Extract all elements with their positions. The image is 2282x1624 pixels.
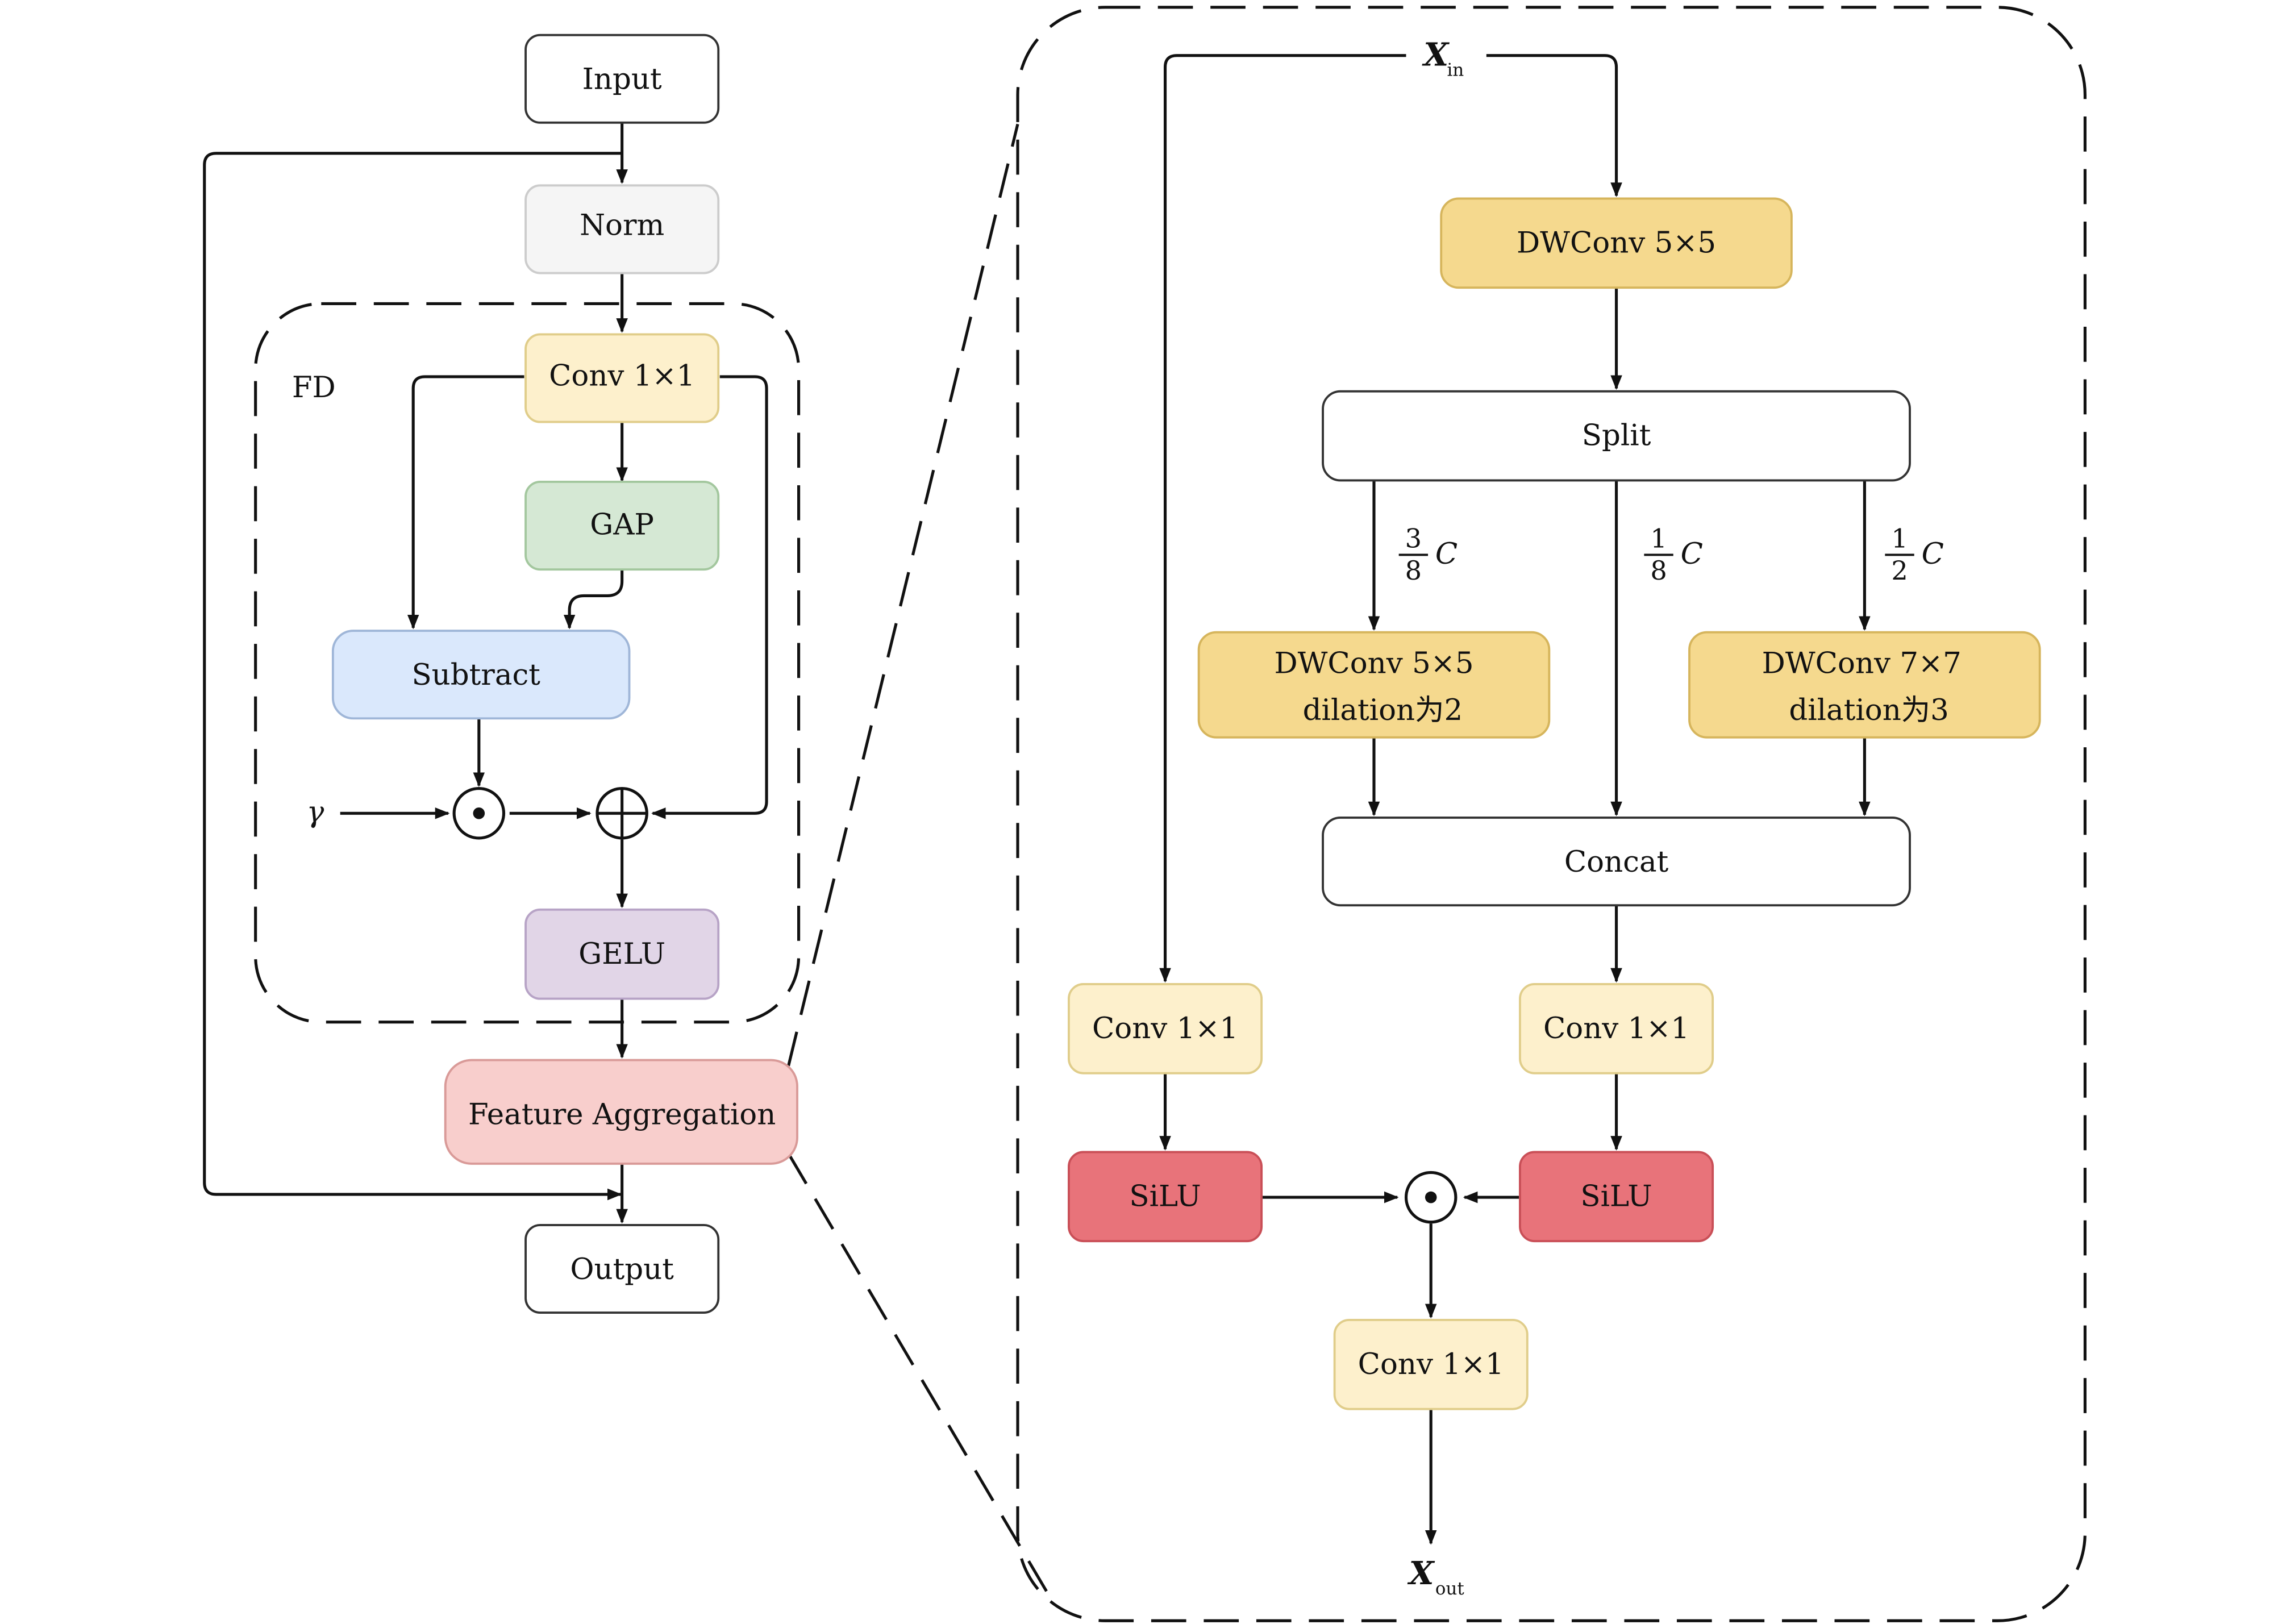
svg-text:X: X	[1422, 36, 1450, 74]
norm-label: Norm	[580, 209, 664, 243]
zoom-line-top	[787, 123, 1019, 1067]
concat-label: Concat	[1564, 845, 1669, 879]
conv-1x1-left-node: Conv 1×1	[1068, 982, 1263, 1075]
svg-text:C: C	[1681, 537, 1703, 571]
detail-panel	[1016, 6, 2087, 1622]
dwconv-top-label: DWConv 5×5	[1517, 226, 1716, 260]
zoom-line-bottom	[787, 1152, 1050, 1596]
output-node: Output	[524, 1223, 720, 1314]
add-op	[596, 787, 648, 840]
svg-text:X: X	[1407, 1555, 1435, 1592]
split-label: Split	[1582, 419, 1651, 453]
gelu-node: GELU	[524, 908, 720, 1000]
dwconv-5x5-top-node: DWConv 5×5	[1440, 197, 1793, 289]
output-label: Output	[570, 1252, 674, 1286]
input-node: Input	[524, 34, 720, 124]
feature-aggregation-node: Feature Aggregation	[444, 1059, 798, 1165]
feature-aggregation-label: Feature Aggregation	[468, 1098, 776, 1132]
dwconv-5x5-dilation-node: DWConv 5×5 dilation为2	[1197, 631, 1551, 739]
conv-label: Conv 1×1	[549, 359, 695, 393]
gap-node: GAP	[524, 481, 720, 571]
svg-text:1: 1	[1650, 523, 1667, 554]
edge-gap-subtract	[563, 569, 624, 630]
norm-node: Norm	[524, 184, 720, 274]
split-node: Split	[1322, 390, 1911, 482]
silu-right-label: SiLU	[1580, 1179, 1652, 1213]
split-fraction-1-8: 1 8 C	[1644, 523, 1703, 586]
conv-mid-label: Conv 1×1	[1543, 1011, 1689, 1046]
input-label: Input	[582, 63, 662, 97]
fd-region	[254, 302, 801, 1024]
x-out-label: X out	[1407, 1555, 1465, 1599]
split-fraction-3-8: 3 8 C	[1398, 523, 1458, 586]
conv-1x1-node: Conv 1×1	[524, 333, 720, 423]
svg-text:8: 8	[1650, 555, 1667, 586]
silu-right-node: SiLU	[1519, 1151, 1714, 1243]
svg-text:3: 3	[1405, 523, 1422, 554]
edge-xin-left	[1159, 54, 1406, 983]
edge-conv-subtract	[407, 375, 524, 630]
multiply-op-right	[1404, 1171, 1458, 1224]
svg-text:in: in	[1447, 60, 1464, 81]
svg-text:C: C	[1435, 537, 1458, 571]
svg-text:C: C	[1922, 537, 1944, 571]
fd-label: FD	[292, 370, 336, 405]
gelu-label: GELU	[578, 937, 665, 971]
conv-1x1-out-node: Conv 1×1	[1333, 1318, 1529, 1410]
edge-conv-add	[651, 375, 768, 819]
svg-text:2: 2	[1891, 555, 1908, 586]
subtract-label: Subtract	[411, 658, 540, 692]
gamma-symbol: γ	[307, 796, 324, 830]
conv-out-label: Conv 1×1	[1358, 1347, 1504, 1381]
subtract-node: Subtract	[331, 630, 631, 720]
concat-node: Concat	[1322, 817, 1911, 907]
svg-text:8: 8	[1405, 555, 1422, 586]
split-fraction-1-2: 1 2 C	[1885, 523, 1944, 586]
svg-text:out: out	[1435, 1579, 1464, 1599]
multiply-op-left	[452, 787, 506, 840]
silu-left-label: SiLU	[1129, 1179, 1201, 1213]
gap-label: GAP	[590, 507, 654, 542]
x-in-label: X in	[1422, 36, 1464, 81]
dwconv-right-line2: dilation为3	[1789, 693, 1949, 727]
svg-text:1: 1	[1891, 523, 1908, 554]
dwconv-left-line1: DWConv 5×5	[1274, 647, 1473, 681]
edge-xin-dwconv	[1486, 54, 1622, 197]
silu-left-node: SiLU	[1068, 1151, 1263, 1243]
conv-left-label: Conv 1×1	[1092, 1011, 1238, 1046]
dwconv-left-line2: dilation为2	[1303, 693, 1463, 727]
dwconv-7x7-dilation-node: DWConv 7×7 dilation为3	[1688, 631, 2041, 739]
edge-residual-skip	[203, 152, 622, 1201]
conv-1x1-mid-node: Conv 1×1	[1519, 982, 1714, 1075]
dwconv-right-line1: DWConv 7×7	[1762, 647, 1962, 681]
